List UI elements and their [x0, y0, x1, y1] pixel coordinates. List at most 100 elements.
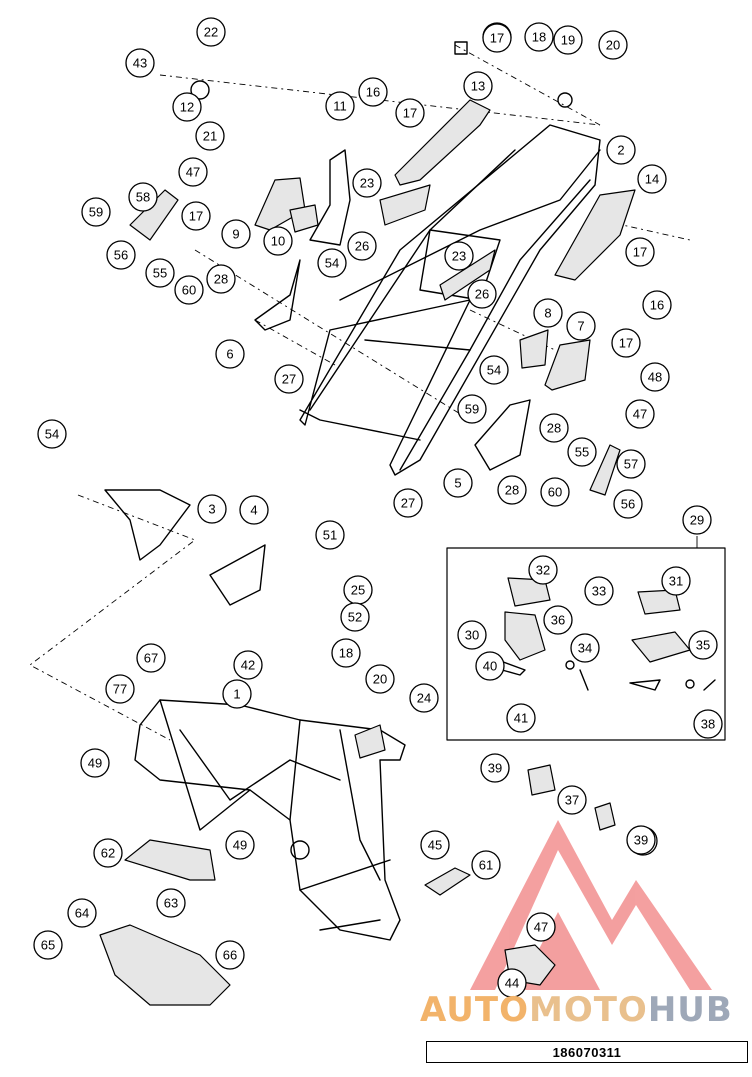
callout-57: 57: [616, 449, 646, 479]
callout-number: 18: [339, 646, 353, 661]
callout-number: 21: [203, 129, 217, 144]
callout-number: 45: [428, 838, 442, 853]
callout-59: 59: [457, 394, 487, 424]
callout-number: 10: [271, 234, 285, 249]
callout-33: 33: [584, 576, 614, 606]
callout-58: 58: [128, 182, 158, 212]
callout-39: 39: [480, 753, 510, 783]
callout-27: 27: [274, 364, 304, 394]
callout-number: 43: [133, 56, 147, 71]
callout-number: 16: [650, 298, 664, 313]
callout-17: 17: [181, 201, 211, 231]
callout-30: 30: [457, 620, 487, 650]
callout-circle: [196, 17, 226, 47]
callout-17: 17: [395, 98, 425, 128]
callout-number: 58: [136, 190, 150, 205]
callout-circle: [557, 785, 587, 815]
callout-54: 54: [37, 419, 67, 449]
callout-48: 48: [640, 362, 670, 392]
callout-49: 49: [225, 830, 255, 860]
callout-circle: [365, 664, 395, 694]
callout-number: 34: [578, 641, 592, 656]
callout-number: 27: [401, 496, 415, 511]
callout-circle: [174, 275, 204, 305]
callout-circle: [661, 566, 691, 596]
callout-number: 60: [548, 485, 562, 500]
callout-circle: [467, 279, 497, 309]
callout-number: 28: [214, 272, 228, 287]
callout-circle: [233, 650, 263, 680]
callout-1: 1: [222, 679, 252, 709]
callout-number: 29: [690, 513, 704, 528]
callout-circle: [106, 240, 136, 270]
callout-circle: [331, 638, 361, 668]
callout-circle: [172, 92, 202, 122]
callout-circle: [81, 197, 111, 227]
callout-26: 26: [347, 231, 377, 261]
callout-circle: [526, 912, 556, 942]
callout-circle: [611, 328, 641, 358]
callout-63: 63: [156, 888, 186, 918]
callout-circle: [395, 98, 425, 128]
callout-number: 20: [373, 672, 387, 687]
callout-61: 61: [471, 850, 501, 880]
callout-number: 18: [532, 30, 546, 45]
callout-number: 28: [547, 421, 561, 436]
callout-54: 54: [317, 248, 347, 278]
callout-circle: [145, 258, 175, 288]
callout-circle: [37, 419, 67, 449]
callout-circle: [181, 201, 211, 231]
callout-number: 77: [113, 682, 127, 697]
callout-23: 23: [352, 168, 382, 198]
callout-56: 56: [106, 240, 136, 270]
callout-number: 51: [323, 528, 337, 543]
callout-circle: [444, 241, 474, 271]
callout-circle: [606, 135, 636, 165]
callout-number: 55: [153, 266, 167, 281]
callout-number: 54: [45, 427, 59, 442]
callout-circle: [457, 394, 487, 424]
callout-circle: [178, 157, 208, 187]
callout-34: 34: [570, 633, 600, 663]
callout-number: 59: [465, 402, 479, 417]
callout-number: 40: [483, 659, 497, 674]
callout-number: 20: [606, 38, 620, 53]
callout-29: 29: [682, 505, 712, 535]
main-frame: [134, 699, 406, 941]
callout-39: 39: [626, 825, 656, 855]
callout-circle: [463, 71, 493, 101]
callout-circle: [340, 602, 370, 632]
callout-number: 67: [144, 651, 158, 666]
callout-22: 22: [196, 17, 226, 47]
callout-circle: [539, 413, 569, 443]
callout-number: 26: [355, 239, 369, 254]
dashed-leaders: [29, 44, 691, 741]
callout-circle: [393, 488, 423, 518]
callout-number: 27: [282, 372, 296, 387]
callout-number: 48: [648, 370, 662, 385]
callout-circle: [352, 168, 382, 198]
callout-circle: [693, 709, 723, 739]
callout-17: 17: [611, 328, 641, 358]
callout-10: 10: [263, 226, 293, 256]
callout-circle: [497, 475, 527, 505]
inset-box: [446, 536, 726, 741]
callout-51: 51: [315, 520, 345, 550]
callout-circle: [105, 674, 135, 704]
callout-41: 41: [506, 703, 536, 733]
callout-3: 3: [197, 494, 227, 524]
callout-64: 64: [67, 898, 97, 928]
callout-circle: [443, 468, 473, 498]
callout-circle: [640, 362, 670, 392]
callout-number: 36: [551, 613, 565, 628]
callout-20: 20: [365, 664, 395, 694]
callout-28: 28: [497, 475, 527, 505]
callout-number: 4: [250, 503, 257, 518]
callout-number: 42: [241, 658, 255, 673]
callout-number: 5: [454, 476, 461, 491]
callout-19: 19: [553, 25, 583, 55]
callout-49: 49: [80, 748, 110, 778]
callout-number: 17: [619, 336, 633, 351]
callout-circle: [80, 748, 110, 778]
callout-circle: [637, 164, 667, 194]
